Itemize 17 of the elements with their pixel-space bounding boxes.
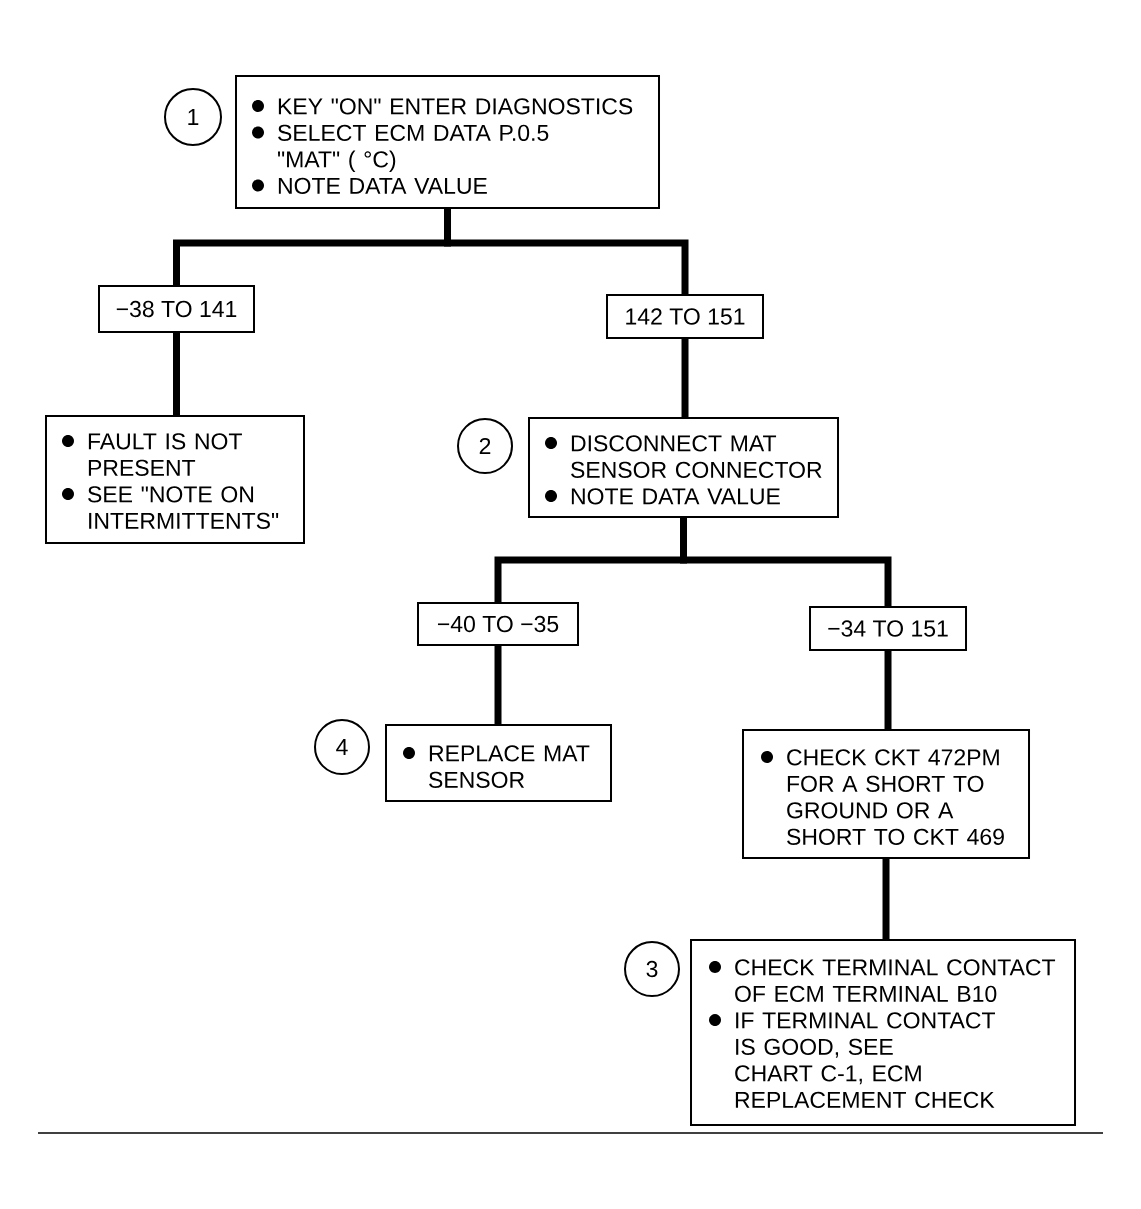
step-box: KEY "ON" ENTER DIAGNOSTICS SELECT ECM DATA P.0.5 "MAT" ( °C) NOTE DATA VALUE <box>235 75 660 209</box>
range-box: 142 TO 151 <box>606 294 764 339</box>
connector-line <box>444 208 689 294</box>
step-box: CHECK CKT 472PM FOR A SHORT TO GROUND OR A SHORT TO CKT 469 <box>742 729 1030 859</box>
step-box: CHECK TERMINAL CONTACT OF ECM TERMINAL B10 IF TERMINAL CONTACT IS GOOD, SEE CHART C-1, ECM REPLACEMENT CHECK <box>690 939 1076 1126</box>
step-box: DISCONNECT MAT SENSOR CONNECTOR NOTE DATA VALUE <box>528 417 839 518</box>
callout-number: 4 <box>314 719 370 775</box>
connector-line <box>680 517 892 606</box>
step-box: REPLACE MAT SENSOR <box>385 724 612 802</box>
callout-number: 1 <box>164 88 222 146</box>
range-box: −40 TO −35 <box>417 602 579 646</box>
connector-line <box>882 858 890 940</box>
range-box: −38 TO 141 <box>98 285 255 333</box>
callout-number: 3 <box>624 941 680 997</box>
callout-number: 2 <box>457 418 513 474</box>
step-box: FAULT IS NOT PRESENT SEE "NOTE ON INTERMITTENTS" <box>45 415 305 544</box>
range-box: −34 TO 151 <box>809 606 967 651</box>
